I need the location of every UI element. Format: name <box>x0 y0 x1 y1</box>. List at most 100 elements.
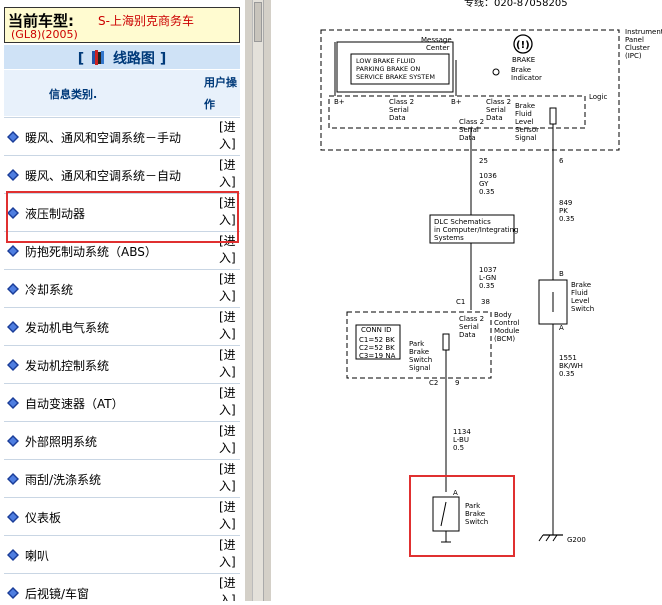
brake-symbol: (!) <box>516 40 530 51</box>
pin-25: 25 <box>479 157 488 165</box>
enter-link[interactable]: [进入] <box>219 348 236 379</box>
ground-icon-hatch-1 <box>538 534 544 542</box>
diamond-bullet-icon <box>7 397 19 409</box>
c1-label: C1 <box>456 298 465 306</box>
bplus-1: B+ <box>334 98 345 106</box>
menu-item-label: 发动机控制系统 <box>25 359 110 373</box>
indicator-lamp-icon <box>492 68 500 76</box>
enter-link[interactable]: [进入] <box>219 462 236 493</box>
menu-item[interactable]: 喇叭 [进入] <box>4 535 240 573</box>
logic-label: Logic <box>589 93 607 101</box>
dlc-box <box>429 214 515 244</box>
menu-item-label: 发动机电气系统 <box>25 321 110 335</box>
section-header: [ 线路图 ] <box>4 45 240 69</box>
conn-a-left: A <box>453 489 458 497</box>
enter-link[interactable]: [进入] <box>219 500 236 531</box>
menu-item[interactable]: 发动机控制系统 [进入] <box>4 345 240 383</box>
diamond-bullet-icon <box>7 321 19 333</box>
menu-item-label: 喇叭 <box>25 549 50 563</box>
menu-item-label: 雨刮/洗涤系统 <box>25 473 102 487</box>
pin-9: 9 <box>455 379 459 387</box>
menu-item-label: 冷却系统 <box>25 283 74 297</box>
sensor-resistor <box>549 107 557 125</box>
menu-item-label: 外部照明系统 <box>25 435 98 449</box>
conn-id-title: CONN ID <box>361 326 392 334</box>
pin-6: 6 <box>559 157 564 165</box>
vertical-scrollbar[interactable] <box>252 0 264 601</box>
diamond-bullet-icon <box>7 169 19 181</box>
switch-highlight <box>409 475 515 557</box>
conn-a-right: A <box>559 324 564 332</box>
brake-label: BRAKE <box>512 56 535 64</box>
enter-link[interactable]: [进入] <box>219 424 236 455</box>
diamond-bullet-icon <box>7 473 19 485</box>
menu-item[interactable]: 雨刮/洗涤系统 [进入] <box>4 459 240 497</box>
ground-icon-hatch-3 <box>552 534 558 542</box>
menu-item[interactable]: 自动变速器（AT） [进入] <box>4 383 240 421</box>
menu-item-label: 液压制动器 <box>25 207 86 221</box>
diamond-bullet-icon <box>7 511 19 523</box>
conn-b: B <box>559 270 564 278</box>
vehicle-model: (GL8)(2005) <box>11 28 78 41</box>
menu-item-label: 自动变速器（AT） <box>25 397 124 411</box>
menu-item[interactable]: 仪表板 [进入] <box>4 497 240 535</box>
menu-item[interactable]: 防抱死制动系统（ABS）[进入] <box>4 231 240 269</box>
bcm-outline <box>346 311 492 379</box>
diamond-bullet-icon <box>7 283 19 295</box>
menu-item[interactable]: 冷却系统 [进入] <box>4 269 240 307</box>
menu-item-label: 防抱死制动系统（ABS） <box>25 245 157 259</box>
selection-highlight <box>6 191 239 243</box>
menu-item-label: 后视镜/车窗 <box>25 587 90 601</box>
bcm-resistor <box>442 333 450 351</box>
menu-list: 暖风、通风和空调系统－手动[进入]暖风、通风和空调系统－自动[进入]液压制动器[… <box>4 117 240 601</box>
enter-link[interactable]: [进入] <box>219 538 236 569</box>
menu-item[interactable]: 暖风、通风和空调系统－手动 [进入] <box>4 117 240 155</box>
diamond-bullet-icon <box>7 587 19 599</box>
scrollbar-thumb[interactable] <box>254 2 262 42</box>
vehicle-info-box: 当前车型: S-上海别克商务车 (GL8)(2005) <box>4 7 240 43</box>
menu-item-label: 暖风、通风和空调系统－手动 <box>25 131 182 145</box>
diamond-bullet-icon <box>7 435 19 447</box>
enter-link[interactable]: [进入] <box>219 310 236 341</box>
enter-link[interactable]: [进入] <box>219 196 236 227</box>
header-phone: 专线：020-87058205 <box>464 0 568 9</box>
c2-label: C2 <box>429 379 438 387</box>
column-header: 信息类别. 用户操作 <box>4 70 240 116</box>
ipc-outline <box>320 29 620 151</box>
brake-message-box <box>350 53 450 85</box>
diamond-bullet-icon <box>7 549 19 561</box>
enter-link[interactable]: [进入] <box>219 386 236 417</box>
bracket-right: ] <box>159 51 167 67</box>
enter-link[interactable]: [进入] <box>219 576 236 601</box>
logic-outline <box>328 95 586 129</box>
brake-warning-icon <box>513 34 533 54</box>
column-operation: 用户操作 <box>204 76 237 111</box>
menu-item[interactable]: 外部照明系统 [进入] <box>4 421 240 459</box>
menu-item[interactable]: 暖风、通风和空调系统－自动[进入] <box>4 155 240 193</box>
diamond-bullet-icon <box>7 245 19 257</box>
vehicle-name: S-上海别克商务车 <box>98 14 194 28</box>
ground-icon-hatch-2 <box>545 534 551 542</box>
menu-item[interactable]: 液压制动器 [进入] <box>4 193 240 231</box>
enter-link[interactable]: [进入] <box>219 120 236 151</box>
left-navigation-panel: 当前车型: S-上海别克商务车 (GL8)(2005) [ 线路图 ] 信息类别… <box>0 0 245 601</box>
menu-item-label: 仪表板 <box>25 511 62 525</box>
menu-item[interactable]: 后视镜/车窗 [进入] <box>4 573 240 601</box>
menu-item[interactable]: 发动机电气系统 [进入] <box>4 307 240 345</box>
enter-link[interactable]: [进入] <box>219 158 236 189</box>
conn-id-box <box>355 324 401 360</box>
enter-link[interactable]: [进入] <box>219 272 236 303</box>
